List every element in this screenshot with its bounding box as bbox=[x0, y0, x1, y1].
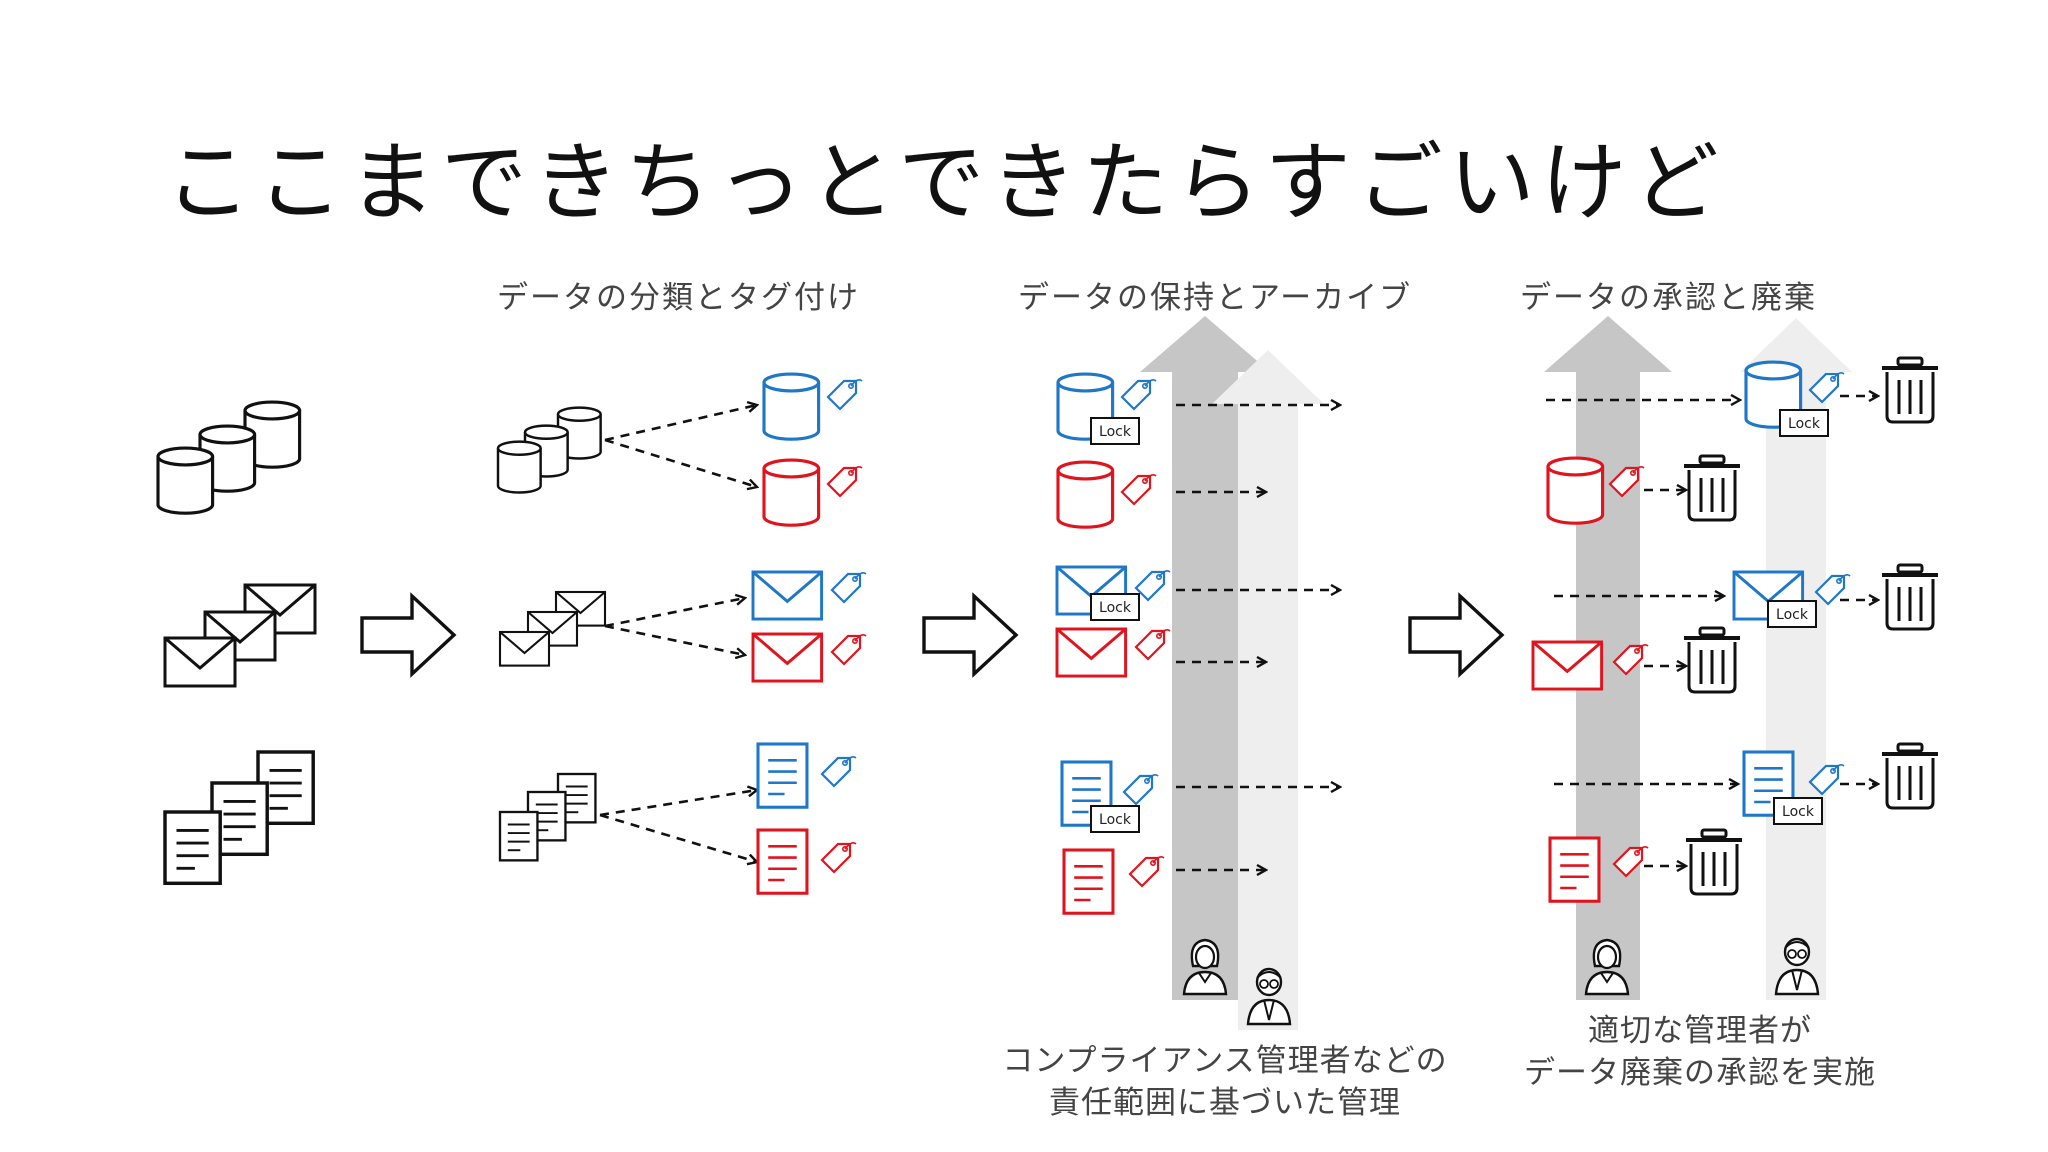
lock-label: Lock bbox=[1099, 600, 1132, 616]
tag-icon bbox=[1128, 855, 1166, 888]
classify-arrow bbox=[604, 598, 745, 628]
mail-red-icon bbox=[1055, 627, 1128, 678]
doc-red-icon bbox=[1548, 836, 1601, 903]
lock-label: Lock bbox=[1099, 812, 1132, 828]
trash-icon bbox=[1880, 742, 1940, 810]
classify-arrow bbox=[604, 438, 757, 487]
retention-caption: コンプライアンス管理者などの 責任範囲に基づいた管理 bbox=[985, 1040, 1465, 1124]
db-blue-icon bbox=[762, 372, 821, 441]
doc-red-icon bbox=[756, 828, 809, 895]
classify-arrow bbox=[599, 813, 757, 862]
tag-icon bbox=[826, 465, 864, 498]
section-label-disposal: データの承認と廃棄 bbox=[1520, 280, 1817, 316]
tag-icon bbox=[830, 571, 868, 604]
tag-icon bbox=[1120, 378, 1158, 411]
retention-gray-arrow bbox=[1140, 316, 1270, 1000]
db-stack-small-icon bbox=[496, 406, 602, 494]
doc-stack-small-icon bbox=[498, 772, 597, 862]
trash-icon bbox=[1880, 563, 1940, 631]
tag-icon bbox=[1134, 569, 1172, 602]
classify-arrow bbox=[599, 790, 757, 817]
trash-icon bbox=[1682, 454, 1742, 522]
next-step-arrow-icon bbox=[360, 594, 456, 676]
section-label-classify: データの分類とタグ付け bbox=[497, 280, 860, 316]
tag-icon bbox=[1134, 628, 1172, 661]
lock-badge: Lock bbox=[1779, 409, 1829, 437]
mail-red-icon bbox=[1531, 640, 1604, 691]
disposal-caption: 適切な管理者が データ廃棄の承認を実施 bbox=[1500, 1010, 1900, 1094]
trash-icon bbox=[1682, 626, 1742, 694]
lock-badge: Lock bbox=[1773, 797, 1823, 825]
classify-arrow bbox=[604, 405, 757, 442]
classify-arrow bbox=[604, 624, 745, 655]
lock-label: Lock bbox=[1782, 804, 1815, 820]
next-step-arrow-icon bbox=[1408, 594, 1504, 676]
lock-badge: Lock bbox=[1090, 417, 1140, 445]
tag-icon bbox=[820, 841, 858, 874]
next-step-arrow-icon bbox=[922, 594, 1018, 676]
doc-stack-icon bbox=[163, 750, 315, 886]
lock-badge: Lock bbox=[1090, 805, 1140, 833]
db-red-icon bbox=[1546, 456, 1605, 525]
mail-red-icon bbox=[751, 632, 824, 683]
mail-blue-icon bbox=[751, 570, 824, 621]
doc-red-icon bbox=[1062, 848, 1115, 915]
slide-title: ここまできちっとできたらすごいけど bbox=[165, 133, 1725, 233]
section-label-retention: データの保持とアーカイブ bbox=[1018, 280, 1413, 316]
mail-stack-small-icon bbox=[498, 590, 607, 667]
tag-icon bbox=[820, 755, 858, 788]
db-red-icon bbox=[762, 458, 821, 527]
retention-light-arrow bbox=[1212, 350, 1324, 1030]
lock-badge: Lock bbox=[1090, 593, 1140, 621]
mail-stack-icon bbox=[163, 583, 317, 688]
db-stack-icon bbox=[156, 400, 302, 515]
retention-caption-line: コンプライアンス管理者などの bbox=[1002, 1043, 1448, 1079]
tag-icon bbox=[826, 378, 864, 411]
disposal-light-arrow bbox=[1740, 318, 1852, 1000]
disposal-caption-line: 適切な管理者が bbox=[1588, 1013, 1812, 1049]
tag-icon bbox=[1122, 773, 1160, 806]
trash-icon bbox=[1684, 828, 1744, 896]
tag-icon bbox=[830, 633, 868, 666]
trash-icon bbox=[1880, 356, 1940, 424]
lock-label: Lock bbox=[1099, 424, 1132, 440]
retention-caption-line: 責任範囲に基づいた管理 bbox=[1049, 1085, 1401, 1121]
disposal-caption-line: データ廃棄の承認を実施 bbox=[1524, 1055, 1876, 1091]
lock-label: Lock bbox=[1788, 416, 1821, 432]
lock-badge: Lock bbox=[1767, 600, 1817, 628]
lock-label: Lock bbox=[1776, 607, 1809, 623]
db-red-icon bbox=[1056, 460, 1115, 529]
doc-blue-icon bbox=[756, 742, 809, 809]
tag-icon bbox=[1120, 473, 1158, 506]
